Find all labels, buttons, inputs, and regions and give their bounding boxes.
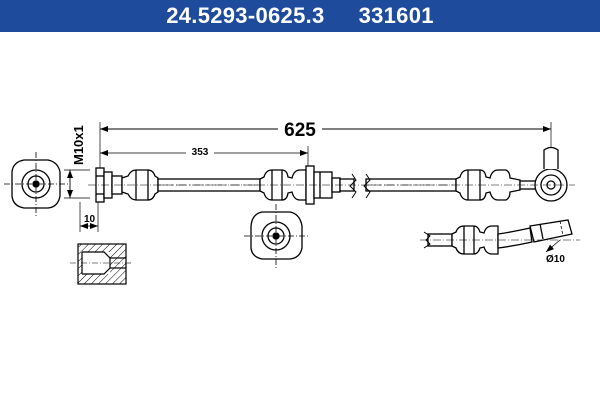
diameter-label: Ø10 — [546, 254, 565, 265]
thread-depth-dimension: 10 — [79, 202, 99, 232]
bent-end-detail — [420, 219, 580, 255]
diameter-dimension: Ø10 — [545, 239, 565, 265]
left-end-view — [4, 152, 68, 216]
hose-side-view — [95, 146, 568, 205]
thread-section-detail — [70, 243, 132, 285]
overall-length-label: 625 — [284, 120, 316, 141]
middle-end-view — [244, 204, 310, 268]
thread-dimension: M10x1 — [64, 125, 90, 199]
overall-length-dimension: 625 — [99, 120, 552, 172]
partial-length-label: 353 — [192, 147, 209, 158]
thread-label: M10x1 — [71, 125, 86, 165]
break-symbol — [349, 173, 371, 199]
partial-length-dimension: 353 — [100, 145, 309, 172]
title-bar: 24.5293-0625.3 331601 — [0, 0, 600, 32]
part-number: 24.5293-0625.3 — [166, 3, 325, 28]
reference-number: 331601 — [358, 3, 434, 28]
thread-depth-label: 10 — [84, 214, 96, 225]
